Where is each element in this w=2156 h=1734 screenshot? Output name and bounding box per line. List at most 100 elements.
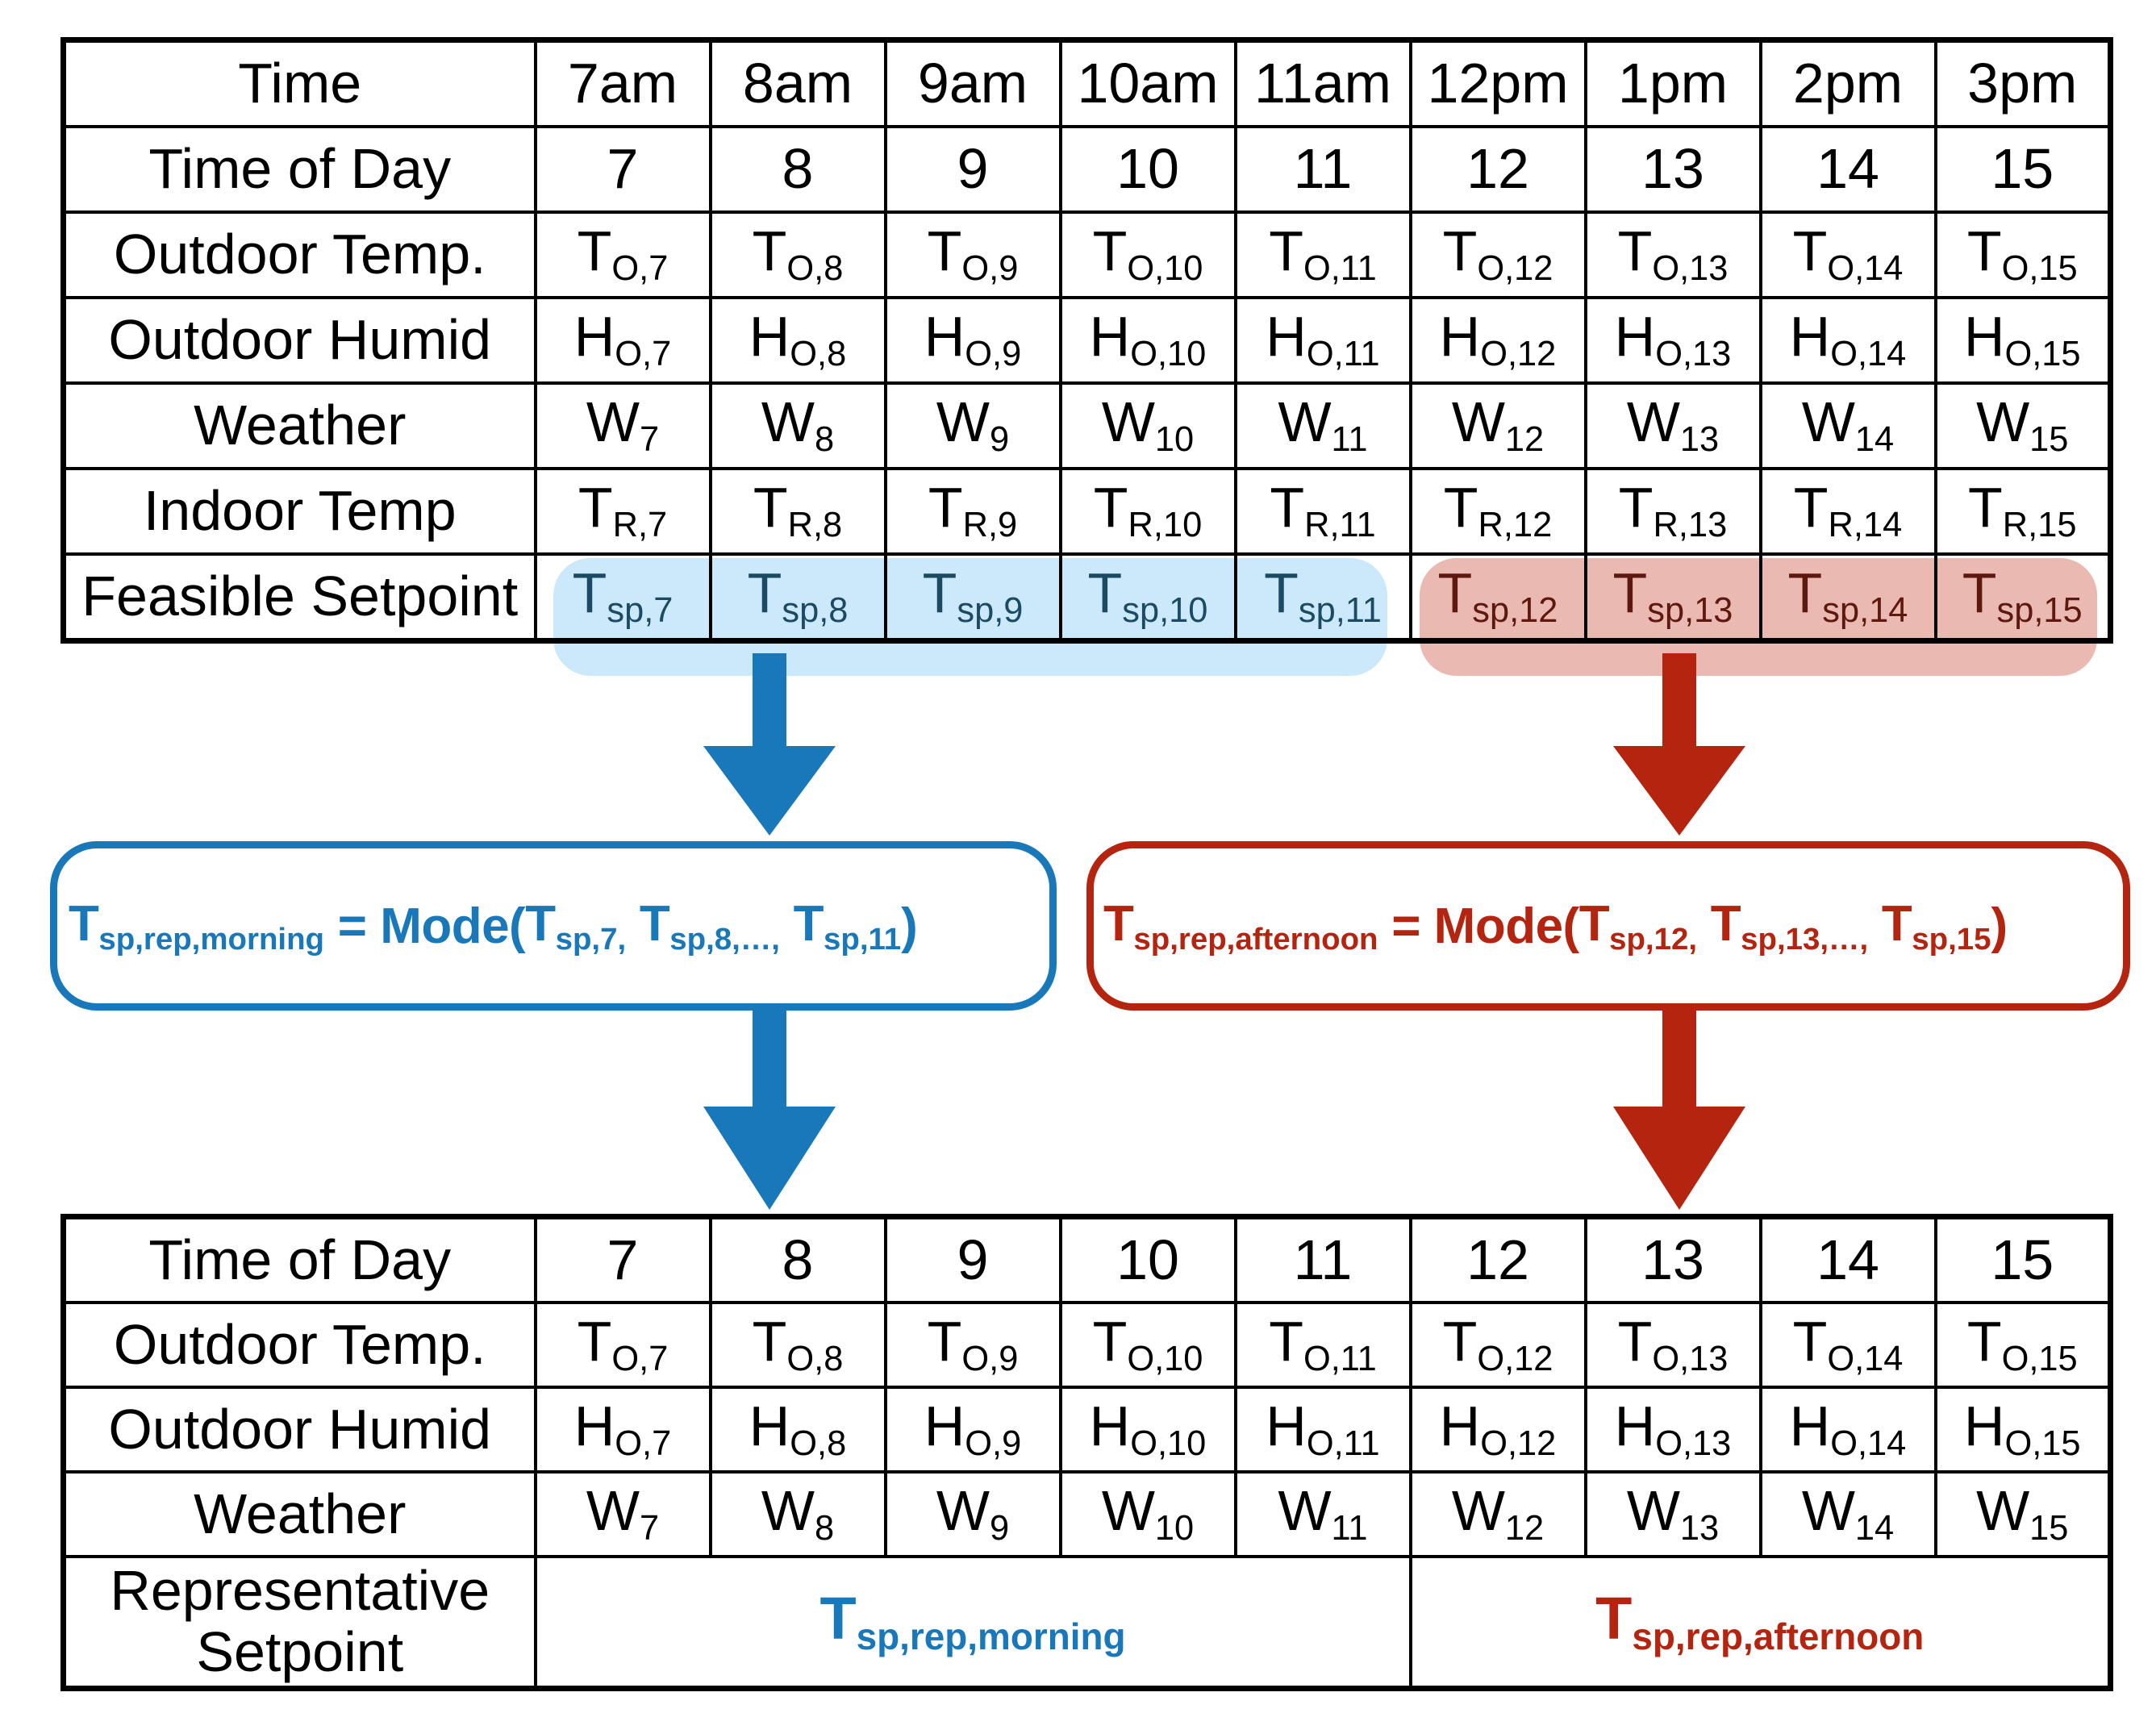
- table-cell: W13: [1583, 381, 1762, 470]
- table-cell: 3pm: [1933, 38, 2112, 128]
- symbol: Tsp,11: [1264, 561, 1382, 631]
- symbol: W8: [761, 1478, 835, 1549]
- symbol: W10: [1101, 390, 1195, 460]
- table-cell: W7: [533, 381, 712, 470]
- table-cell: 13: [1583, 1215, 1762, 1304]
- table-cell: Tsp,8: [708, 552, 887, 643]
- table-cell: W12: [1408, 1470, 1587, 1558]
- symbol: TO,12: [1442, 1309, 1553, 1379]
- table-cell: 13: [1583, 125, 1762, 214]
- table-cell: TO,15: [1933, 210, 2112, 299]
- morning-arrow-to-table: [703, 1009, 836, 1210]
- table-cell: 11am: [1233, 38, 1412, 128]
- table-cell: W8: [708, 1470, 887, 1558]
- table-cell: 2pm: [1758, 38, 1937, 128]
- table-cell: HO,9: [883, 1386, 1062, 1473]
- table-cell: 15: [1933, 125, 2112, 214]
- formula-segment: Tsp,15: [1881, 895, 1991, 957]
- table-cell: HO,7: [533, 1386, 712, 1473]
- afternoon-arrow-to-formula: [1613, 653, 1745, 836]
- table-cell: W11: [1233, 381, 1412, 470]
- table-cell: TO,7: [533, 1301, 712, 1389]
- table-cell: TR,8: [708, 467, 887, 556]
- formula-segment: Tsp,13,…,: [1710, 895, 1869, 957]
- symbol: TR,11: [1270, 476, 1376, 545]
- symbol: HO,14: [1789, 1394, 1907, 1464]
- table-cell: TO,11: [1233, 1301, 1412, 1389]
- table-cell: TO,14: [1758, 1301, 1937, 1389]
- formula-segment: Tsp,8,…,: [639, 895, 780, 957]
- symbol: TO,9: [927, 219, 1019, 289]
- table-cell: TO,15: [1933, 1301, 2112, 1389]
- table-cell: 9: [883, 1215, 1062, 1304]
- symbol: TO,11: [1269, 219, 1377, 289]
- symbol: HO,14: [1789, 305, 1907, 374]
- symbol: TO,11: [1269, 1309, 1377, 1379]
- table-cell: TR,11: [1233, 467, 1412, 556]
- symbol: W14: [1801, 1478, 1895, 1549]
- table-cell: 1pm: [1583, 38, 1762, 128]
- table-cell: HO,15: [1933, 296, 2112, 385]
- symbol: HO,13: [1614, 305, 1732, 374]
- table-cell: Tsp,rep,morning: [533, 1555, 1412, 1690]
- symbol: Tsp,rep,morning: [819, 1585, 1126, 1658]
- table-cell: W9: [883, 1470, 1062, 1558]
- symbol: Tsp,15: [1962, 561, 2083, 631]
- table-cell: HO,7: [533, 296, 712, 385]
- symbol: Tsp,14: [1787, 561, 1908, 631]
- symbol: HO,12: [1439, 305, 1557, 374]
- morning-arrow-to-formula: [703, 653, 836, 836]
- table-cell: 7: [533, 1215, 712, 1304]
- table-cell: TR,9: [883, 467, 1062, 556]
- table-cell: 8: [708, 1215, 887, 1304]
- formula-segment: [1697, 898, 1711, 955]
- table-cell: 8am: [708, 38, 887, 128]
- table-cell: W11: [1233, 1470, 1412, 1558]
- symbol: TR,8: [753, 476, 843, 545]
- symbol: W12: [1451, 1478, 1545, 1549]
- row-label: Time of Day: [61, 1215, 537, 1304]
- table-cell: Tsp,10: [1058, 552, 1237, 643]
- table-cell: HO,14: [1758, 296, 1937, 385]
- table-cell: HO,11: [1233, 1386, 1412, 1473]
- symbol: Tsp,7: [572, 561, 673, 631]
- table-cell: TO,14: [1758, 210, 1937, 299]
- symbol: W10: [1101, 1478, 1195, 1549]
- formula-segment: ): [1991, 898, 2008, 954]
- table-cell: Tsp,12: [1408, 552, 1587, 643]
- symbol: TR,12: [1443, 476, 1553, 545]
- symbol: HO,15: [1963, 305, 2081, 374]
- table-cell: Tsp,11: [1233, 552, 1412, 643]
- table-cell: W8: [708, 381, 887, 470]
- table-cell: 8: [708, 125, 887, 214]
- table-cell: TO,11: [1233, 210, 1412, 299]
- table-cell: 14: [1758, 125, 1937, 214]
- table-cell: 12: [1408, 125, 1587, 214]
- symbol: W12: [1451, 390, 1545, 460]
- symbol: TO,9: [927, 1309, 1019, 1379]
- table-cell: W10: [1058, 381, 1237, 470]
- symbol: HO,10: [1089, 1394, 1207, 1464]
- table-cell: HO,10: [1058, 296, 1237, 385]
- symbol: HO,11: [1266, 1394, 1380, 1464]
- symbol: TO,10: [1092, 1309, 1203, 1379]
- table-cell: TO,9: [883, 210, 1062, 299]
- table-cell: HO,13: [1583, 1386, 1762, 1473]
- table-cell: TO,7: [533, 210, 712, 299]
- formula-segment: = Mode(: [324, 898, 526, 954]
- symbol: W14: [1801, 390, 1895, 460]
- table-cell: 12pm: [1408, 38, 1587, 128]
- table-cell: W14: [1758, 381, 1937, 470]
- table-cell: 7am: [533, 38, 712, 128]
- table-cell: 11: [1233, 125, 1412, 214]
- formula-segment: [1868, 898, 1882, 955]
- table-cell: TO,13: [1583, 1301, 1762, 1389]
- table-cell: HO,13: [1583, 296, 1762, 385]
- table-cell: Tsp,rep,afternoon: [1408, 1555, 2112, 1690]
